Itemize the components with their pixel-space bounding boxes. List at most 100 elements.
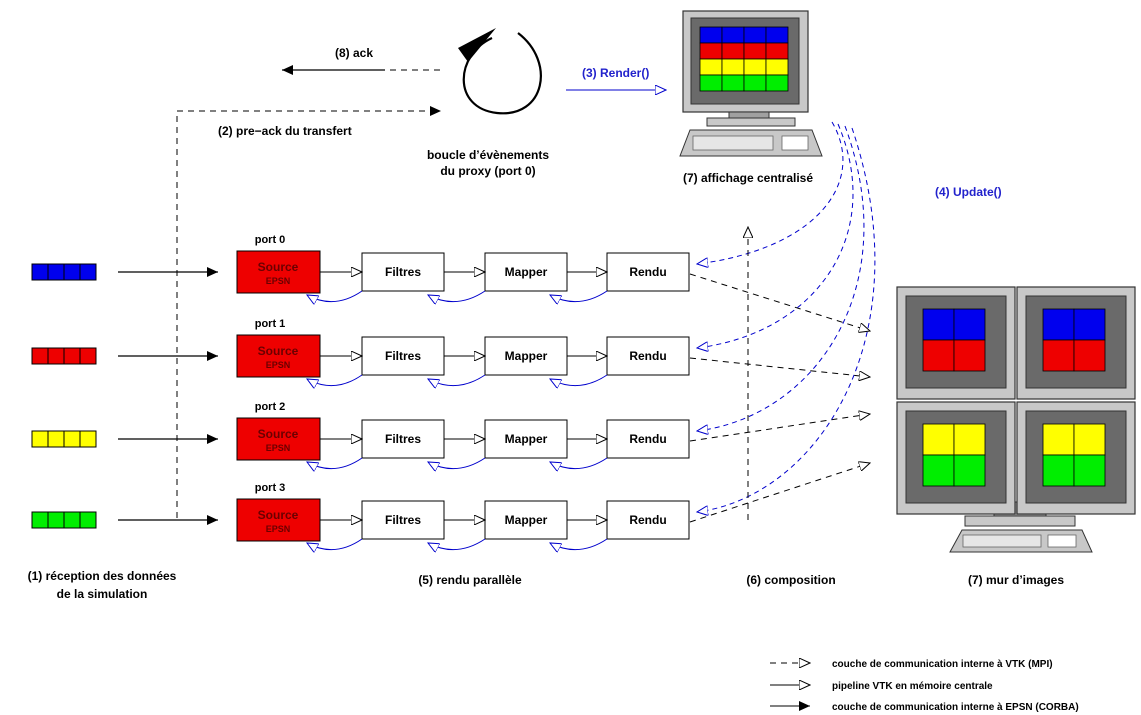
mapper-label: Mapper xyxy=(505,432,548,446)
wall-screen-cell xyxy=(953,339,986,372)
port-label: port 0 xyxy=(255,234,286,246)
event-loop-icon xyxy=(462,32,542,115)
update-label: (4) Update() xyxy=(935,185,1002,199)
update-feedback-arc xyxy=(550,457,608,469)
data-block-cell xyxy=(31,347,49,365)
filters-label: Filtres xyxy=(385,265,421,279)
source-sub-label: EPSN xyxy=(266,524,291,534)
filters-label: Filtres xyxy=(385,432,421,446)
data-blocks xyxy=(31,263,97,529)
source-epsn-box xyxy=(236,334,321,378)
central-screen-cell xyxy=(721,26,745,44)
composition-link xyxy=(689,463,870,523)
port-label: port 2 xyxy=(255,401,286,413)
port-label: port 1 xyxy=(255,318,286,330)
composition-link xyxy=(689,357,870,377)
update-link xyxy=(697,121,844,264)
wall-screen-cell xyxy=(922,308,955,341)
central-screen-cell xyxy=(699,42,723,60)
source-epsn-box xyxy=(236,498,321,542)
filters-label: Filtres xyxy=(385,349,421,363)
mapper-box xyxy=(484,419,568,459)
central-screen-cell xyxy=(699,58,723,76)
central-screen-cell xyxy=(699,74,723,92)
legend: couche de communication interne à VTK (M… xyxy=(770,659,1079,713)
wall-screen-cell xyxy=(1042,308,1075,341)
source-label: Source xyxy=(258,260,299,274)
wall-screen-cell xyxy=(953,308,986,341)
source-sub-label: EPSN xyxy=(266,276,291,286)
render-box xyxy=(606,500,690,540)
render-box xyxy=(606,419,690,459)
central-keyboard-pad xyxy=(781,135,809,151)
source-sub-label: EPSN xyxy=(266,360,291,370)
composition-link xyxy=(689,273,870,331)
composition-link xyxy=(689,414,870,442)
render-label: Rendu xyxy=(629,432,666,446)
reception-label-line1: (1) réception des données xyxy=(28,569,177,583)
legend-text-corba: couche de communication interne à EPSN (… xyxy=(832,702,1079,713)
central-screen-cell xyxy=(721,58,745,76)
central-screen-cell xyxy=(743,26,767,44)
update-feedback-arc xyxy=(428,538,486,550)
wall-screen-cell xyxy=(922,423,955,456)
central-display: (7) affichage centralisé xyxy=(679,10,823,185)
data-block-cell xyxy=(31,263,49,281)
data-block-cell xyxy=(47,263,65,281)
source-label: Source xyxy=(258,427,299,441)
preack-arrow xyxy=(176,106,441,518)
render-label: (3) Render() xyxy=(582,66,649,80)
render-label: Rendu xyxy=(629,265,666,279)
wall-keyboard-keys xyxy=(962,534,1042,548)
data-block-cell xyxy=(79,263,97,281)
update-feedback-arc xyxy=(428,457,486,469)
parallel-render-label: (5) rendu parallèle xyxy=(418,573,522,587)
update-feedback-arc xyxy=(550,374,608,386)
update-feedback-arc xyxy=(428,290,486,302)
wall-screen-cell xyxy=(1073,454,1106,487)
render-box xyxy=(606,336,690,376)
wall-screen-cell xyxy=(953,423,986,456)
loop-label-line1: boucle d’évènements xyxy=(427,148,549,162)
source-label: Source xyxy=(258,344,299,358)
data-block-cell xyxy=(63,347,81,365)
update-feedback-arc xyxy=(307,374,363,386)
composition-label: (6) composition xyxy=(746,573,835,587)
central-screen-cell xyxy=(765,26,789,44)
wall-screen-cell xyxy=(1073,308,1106,341)
central-monitor-neck xyxy=(728,111,770,119)
wall-screen-cell xyxy=(1073,339,1106,372)
mapper-label: Mapper xyxy=(505,513,548,527)
wall-keyboard-pad xyxy=(1047,534,1077,548)
wall-screen-cell xyxy=(953,454,986,487)
update-links xyxy=(697,121,876,512)
central-screen-cell xyxy=(743,58,767,76)
data-block-cell xyxy=(31,511,49,529)
render-box xyxy=(606,252,690,292)
source-epsn-box xyxy=(236,250,321,294)
image-wall-label: (7) mur d’images xyxy=(968,573,1064,587)
wall-screen-cell xyxy=(922,339,955,372)
legend-text-pipeline: pipeline VTK en mémoire centrale xyxy=(832,681,993,692)
data-block-cell xyxy=(47,511,65,529)
wall-screen-cell xyxy=(1042,454,1075,487)
mapper-label: Mapper xyxy=(505,349,548,363)
wall-stand-base xyxy=(964,515,1076,527)
render-label: Rendu xyxy=(629,349,666,363)
source-sub-label: EPSN xyxy=(266,443,291,453)
composition-links xyxy=(689,273,870,523)
central-screen-cell xyxy=(765,42,789,60)
data-block-cell xyxy=(47,347,65,365)
image-wall xyxy=(896,286,1136,553)
central-screen-cell xyxy=(765,58,789,76)
central-screen-cell xyxy=(721,42,745,60)
data-block-cell xyxy=(63,511,81,529)
preack-label: (2) pre−ack du transfert xyxy=(218,124,352,138)
update-feedback-arc xyxy=(307,290,363,302)
source-epsn-box xyxy=(236,417,321,461)
data-block-cell xyxy=(63,430,81,448)
